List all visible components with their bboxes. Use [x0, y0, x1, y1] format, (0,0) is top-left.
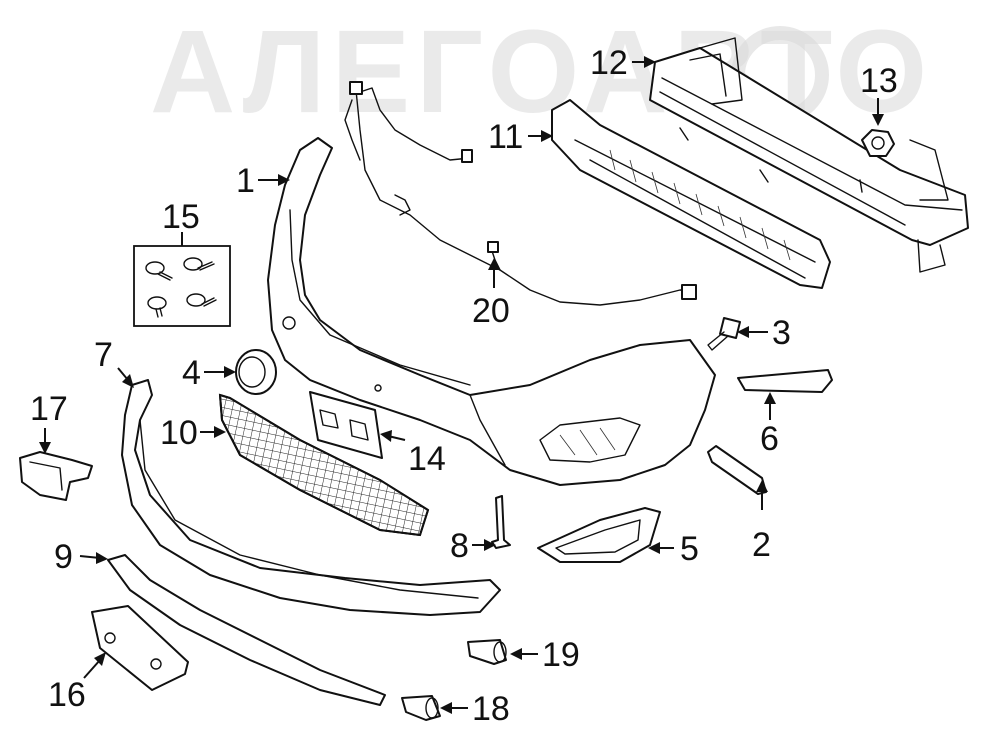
callout-2: 2: [752, 526, 771, 564]
part-20-wiring-harness[interactable]: [344, 81, 697, 306]
part-12-reinforcement-beam[interactable]: [649, 37, 969, 273]
part-1-bumper-cover[interactable]: [267, 137, 716, 486]
callout-13: 13: [860, 62, 898, 100]
callout-14: 14: [408, 440, 446, 478]
callout-15: 15: [162, 198, 200, 236]
callout-7: 7: [94, 336, 113, 374]
callout-4: 4: [182, 354, 201, 392]
part-17-bracket[interactable]: [19, 451, 93, 501]
callout-18: 18: [472, 690, 510, 728]
part-6-molding[interactable]: [737, 369, 833, 393]
callout-labels: 1 2 3 4 5 6 7 8 9 10 11 12 13 14 15 16 1…: [30, 44, 898, 728]
callout-12: 12: [590, 44, 628, 82]
callout-3: 3: [772, 314, 791, 352]
part-11-energy-absorber[interactable]: [551, 99, 831, 289]
part-4-tow-hook-cap[interactable]: [235, 349, 277, 395]
part-9-lower-strip[interactable]: [107, 554, 386, 706]
part-5-fog-bezel[interactable]: [537, 507, 661, 563]
part-7-lower-spoiler[interactable]: [121, 379, 501, 616]
leader-lines: [39, 56, 884, 714]
callout-16: 16: [48, 676, 86, 714]
callout-1: 1: [236, 162, 255, 200]
callout-10: 10: [160, 414, 198, 452]
part-16-sensor-plate[interactable]: [91, 605, 189, 691]
callout-20: 20: [472, 292, 510, 330]
callout-17: 17: [30, 390, 68, 428]
part-14-license-bracket[interactable]: [309, 391, 383, 459]
part-8-push-pin[interactable]: [491, 495, 511, 549]
part-13-nut[interactable]: [861, 129, 895, 157]
callout-6: 6: [760, 420, 779, 458]
part-18-sensor[interactable]: [401, 695, 441, 721]
callout-19: 19: [542, 636, 580, 674]
callout-9: 9: [54, 538, 73, 576]
part-10-lower-grille[interactable]: [218, 393, 430, 537]
part-2-molding[interactable]: [707, 445, 767, 495]
part-15-bolt-group[interactable]: [133, 245, 231, 327]
callout-8: 8: [450, 527, 469, 565]
part-19-sensor[interactable]: [467, 639, 507, 665]
callout-5: 5: [680, 530, 699, 568]
callout-11: 11: [488, 118, 523, 156]
part-3-bolt[interactable]: [707, 317, 741, 351]
